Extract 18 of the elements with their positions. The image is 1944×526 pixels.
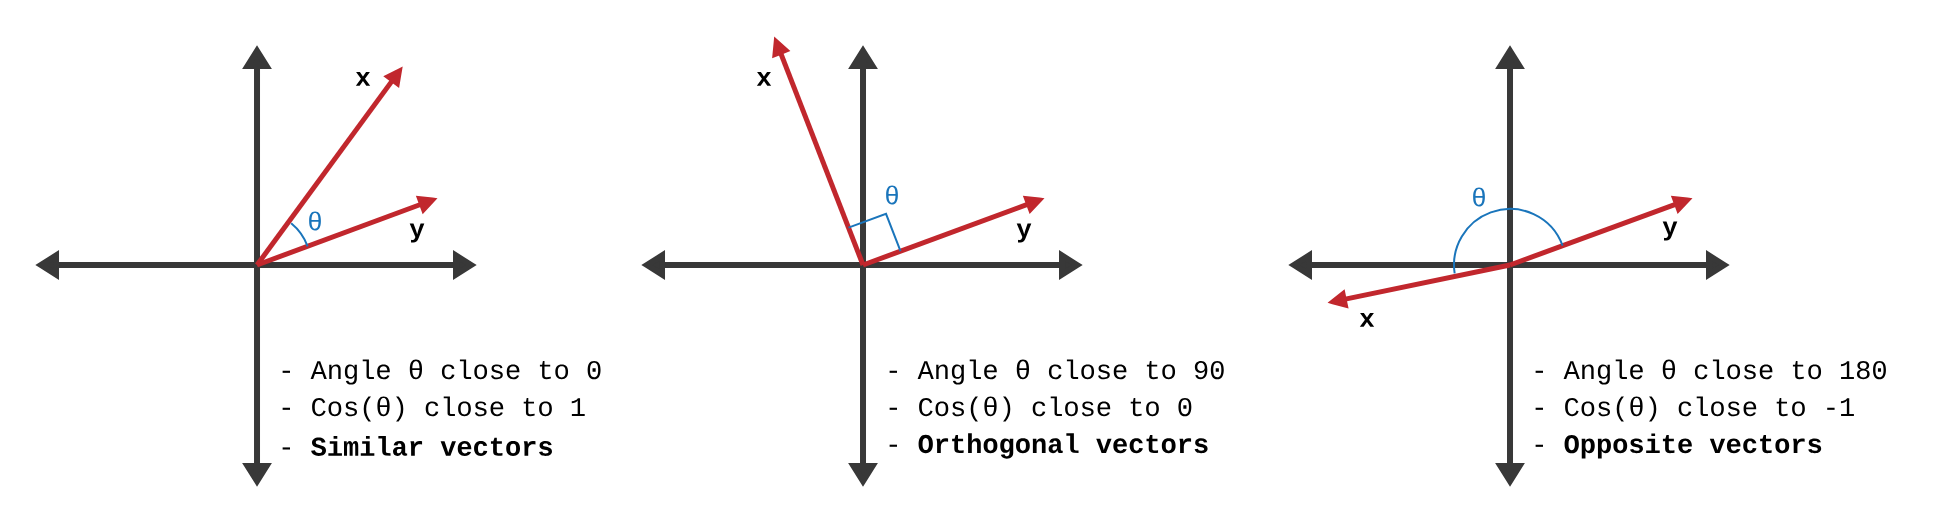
vector-label: y [409, 223, 425, 243]
angle-label: θ [309, 211, 321, 231]
vector-label: x [756, 72, 772, 86]
note-text: - Opposite vectors [1535, 433, 1822, 459]
note-text: - Angle θ close to 180 [1535, 359, 1886, 385]
note-text: - Orthogonal vectors [889, 433, 1208, 459]
vector-label: y [1662, 221, 1678, 241]
vector-label: x [355, 72, 371, 86]
note-text: - Cos(θ) close to 0 [889, 396, 1192, 422]
vector-label: y [1016, 223, 1032, 243]
note-text: - Cos(θ) close to -1 [1535, 396, 1854, 422]
note-text: - Similar vectors [282, 436, 552, 456]
note-text: - Cos(θ) close to 1 [282, 396, 585, 422]
note-text: - Angle θ close to 90 [889, 359, 1224, 385]
vector-label: x [1359, 313, 1375, 327]
angle-label: θ [886, 185, 898, 205]
angle-label: θ [1473, 187, 1485, 207]
note-text: - Angle θ close to 0 [282, 359, 601, 385]
